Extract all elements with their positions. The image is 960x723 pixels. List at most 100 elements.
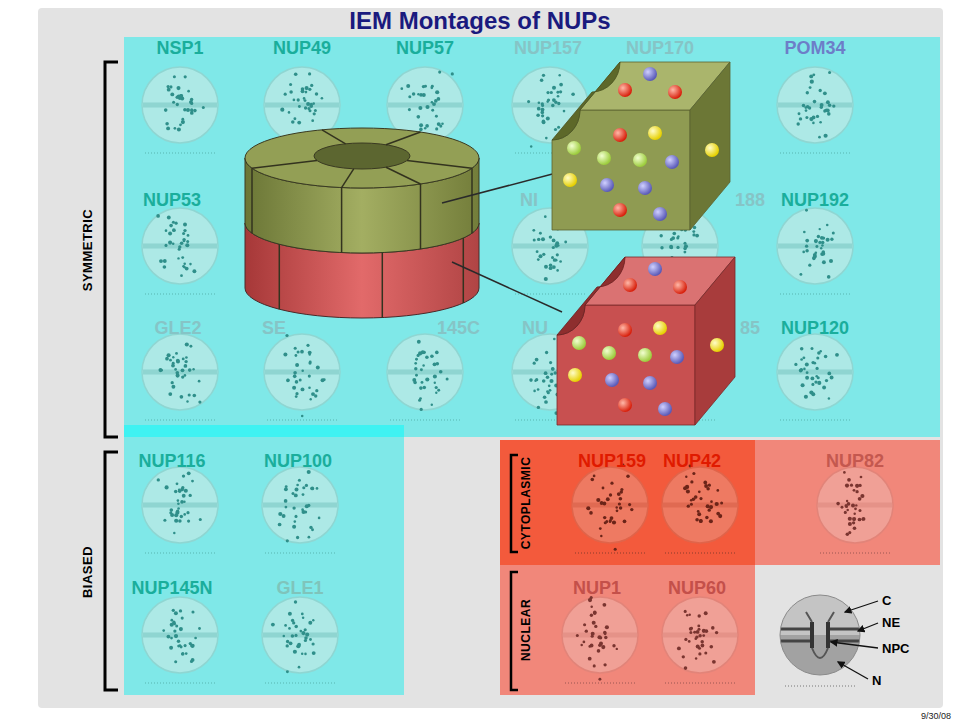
nup-name: NUP42 <box>663 451 721 471</box>
group-label-holder: BIASED <box>78 546 96 598</box>
gold-particle <box>832 104 835 107</box>
gold-particle <box>176 359 180 363</box>
gold-particle <box>576 634 579 637</box>
gold-particle <box>812 257 815 260</box>
group-panel: NUCLEARNUP1NUP60 <box>500 565 755 695</box>
montage-cell: NUP60 <box>658 578 742 685</box>
gold-particle <box>816 115 819 118</box>
gold-particle <box>799 369 803 373</box>
gold-particle <box>537 238 540 241</box>
gold-particle <box>177 640 181 644</box>
gold-particle <box>805 239 809 243</box>
nup-name: NUP60 <box>668 578 726 598</box>
gold-particle <box>439 370 443 374</box>
gold-particle <box>827 112 831 116</box>
gold-particle <box>298 479 301 482</box>
gold-particle <box>703 481 707 485</box>
gold-particle <box>549 361 552 364</box>
gold-particle <box>294 347 297 350</box>
gold-particle <box>184 360 187 363</box>
gold-particle <box>167 216 171 220</box>
gold-particle <box>556 253 559 256</box>
gold-particle <box>669 245 673 249</box>
gold-particle <box>851 504 855 508</box>
gold-particle <box>826 109 830 113</box>
gold-particle <box>682 655 685 658</box>
bracket <box>511 572 518 690</box>
nup-name-holder: 188 <box>735 190 765 210</box>
gold-particle <box>179 123 182 126</box>
gold-particle <box>854 507 857 510</box>
gold-particle <box>184 364 188 368</box>
gold-particle <box>684 638 687 641</box>
gold-particle <box>537 107 541 111</box>
gold-particle <box>533 238 536 241</box>
gold-particle <box>623 519 627 523</box>
montage-cell: GLE2 <box>138 318 222 422</box>
gold-particle <box>800 358 803 361</box>
gold-particle <box>301 652 304 655</box>
gold-particle <box>718 514 722 518</box>
gold-particle <box>295 354 298 357</box>
gold-particle <box>305 633 309 637</box>
gold-particle <box>175 352 178 355</box>
gold-particle <box>159 259 163 263</box>
gold-particle <box>285 506 288 509</box>
gold-particle <box>688 614 691 617</box>
gold-particle <box>802 251 805 254</box>
gold-particle <box>187 471 191 475</box>
gold-particle <box>182 357 185 360</box>
gold-particle <box>686 614 688 616</box>
nup-name-holder: 85 <box>740 318 760 338</box>
gold-particle <box>811 383 814 386</box>
nup-name: NUP157 <box>514 38 582 58</box>
nup-name: NUP57 <box>396 38 454 58</box>
gold-particle <box>171 364 175 368</box>
gold-particle <box>546 116 550 120</box>
gold-particle <box>190 108 193 111</box>
gold-particle <box>286 670 289 673</box>
montage-image <box>142 208 218 294</box>
gold-particle <box>695 518 699 522</box>
gold-particle <box>689 631 692 634</box>
envelope-band <box>513 244 587 249</box>
montage-cell: NU <box>508 318 592 422</box>
montage-circle <box>777 67 853 143</box>
ring-hole <box>314 143 410 169</box>
gold-particle <box>548 384 551 387</box>
group-label-holder: SYMMETRIC <box>78 209 96 292</box>
gold-particle <box>602 487 605 490</box>
gold-particle <box>173 629 176 632</box>
gold-particle <box>294 600 297 603</box>
gold-particle <box>850 484 853 487</box>
iem-montages <box>142 66 893 683</box>
gold-particle <box>191 480 194 483</box>
gold-particle <box>271 623 275 627</box>
envelope-band <box>265 370 339 375</box>
gold-particle <box>193 109 197 113</box>
gold-particle <box>711 626 715 630</box>
gold-particle <box>421 381 424 384</box>
nup-name: NUP170 <box>626 38 694 58</box>
nup-name: NUP53 <box>143 190 201 210</box>
gold-particle <box>176 86 180 90</box>
nup-name-holder: NUP157 <box>514 38 582 58</box>
gold-particle <box>530 145 532 147</box>
gold-particle <box>183 501 186 504</box>
gold-particle <box>286 539 289 542</box>
gold-particle <box>603 516 606 519</box>
montage-cell: 85 <box>638 318 763 422</box>
nup-name-holder: NU <box>522 318 548 338</box>
gold-particle <box>541 114 544 117</box>
gold-particle <box>710 500 713 503</box>
gold-particle <box>183 266 186 269</box>
gold-particle <box>620 490 624 494</box>
gold-particle <box>630 508 633 511</box>
gold-particle <box>690 480 693 483</box>
montage-image <box>387 334 463 420</box>
nup-name-holder: NUP170 <box>626 38 694 58</box>
gold-particle <box>816 356 819 359</box>
gold-particle <box>527 100 530 103</box>
gold-particle <box>552 265 556 269</box>
